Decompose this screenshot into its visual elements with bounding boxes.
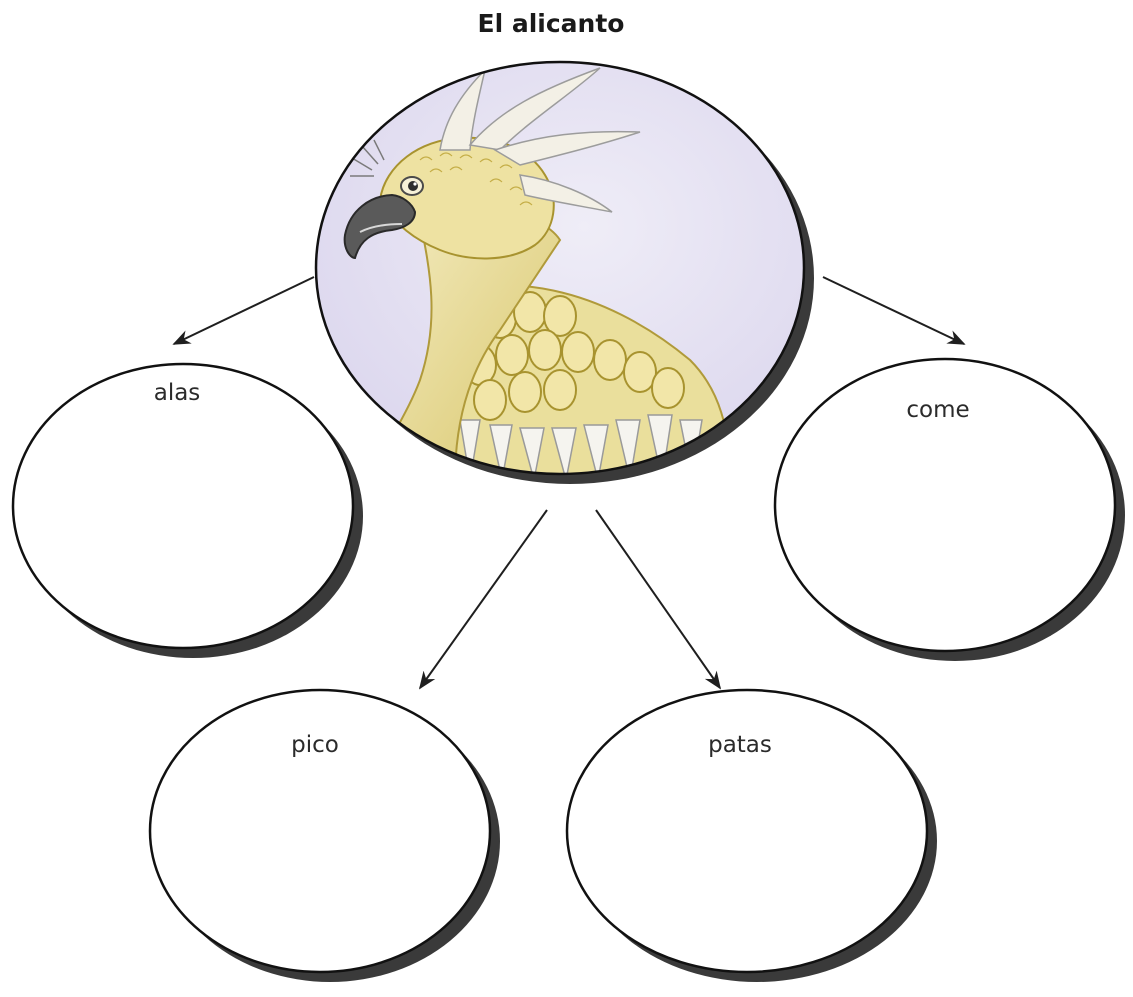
node-patas-label: patas	[708, 732, 772, 758]
node-patas: patas	[567, 690, 937, 982]
node-alas-bubble[interactable]	[13, 364, 353, 648]
node-alas: alas	[13, 364, 363, 658]
arrow-to-alas	[174, 277, 314, 344]
node-come: come	[775, 359, 1125, 661]
center-image-node	[316, 62, 814, 484]
arrow-to-patas	[596, 510, 720, 688]
page-title: El alicanto	[478, 9, 625, 38]
node-pico-label: pico	[291, 732, 339, 758]
arrow-to-pico	[420, 510, 547, 688]
arrow-to-come	[823, 277, 964, 344]
node-alas-label: alas	[154, 380, 201, 406]
node-come-label: come	[906, 397, 969, 423]
node-pico: pico	[150, 690, 500, 982]
